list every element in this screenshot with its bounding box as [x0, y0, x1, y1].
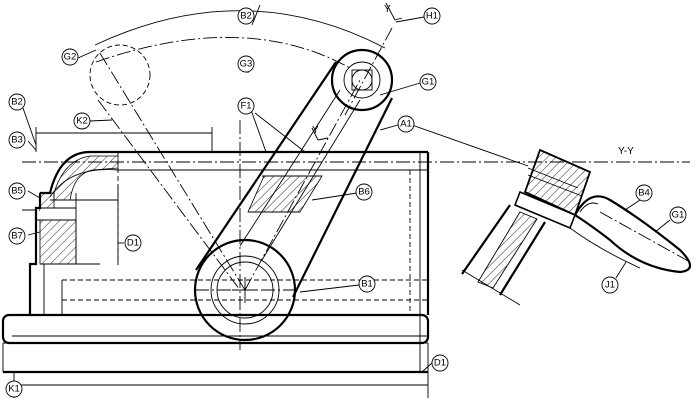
section-mark-y-top: Y — [384, 4, 391, 15]
svg-text:G2: G2 — [64, 52, 77, 63]
callout-b2-top: B2 — [237, 7, 255, 25]
callout-b7: B7 — [8, 227, 26, 245]
centre-lines — [22, 27, 690, 350]
svg-text:D1: D1 — [127, 238, 139, 249]
svg-text:H1: H1 — [426, 11, 438, 22]
callout-g1-top: G1 — [419, 73, 437, 91]
svg-text:B2: B2 — [240, 11, 252, 22]
top-boss — [330, 48, 394, 112]
callout-d1-mid: D1 — [124, 234, 142, 252]
section-title: Y-Y — [618, 146, 634, 157]
callout-h1: H1 — [423, 7, 441, 25]
callout-g2: G2 — [61, 48, 79, 66]
svg-text:B5: B5 — [11, 186, 23, 197]
callout-k1: K1 — [5, 380, 23, 398]
section-y-y — [461, 148, 692, 306]
callout-f1: F1 — [237, 97, 255, 115]
svg-text:K1: K1 — [8, 384, 20, 395]
callout-g1-right: G1 — [669, 206, 687, 224]
section-mark-y-mid: Y — [312, 125, 319, 136]
callout-g3: G3 — [237, 55, 255, 73]
svg-text:D1: D1 — [434, 358, 446, 369]
svg-text:G1: G1 — [422, 77, 435, 88]
callout-a1: A1 — [397, 115, 415, 133]
callout-b1: B1 — [358, 275, 376, 293]
svg-text:G3: G3 — [240, 59, 253, 70]
leader-lines — [22, 4, 529, 373]
svg-text:G1: G1 — [672, 210, 685, 221]
lever-arm — [195, 61, 393, 298]
hatched-section-left — [39, 155, 119, 265]
pivot-boss — [193, 238, 297, 342]
svg-text:F1: F1 — [240, 101, 251, 112]
callout-b5: B5 — [8, 182, 26, 200]
callout-k2: K2 — [73, 112, 91, 130]
base-plate — [1, 313, 430, 374]
svg-text:B4: B4 — [638, 188, 650, 199]
svg-text:B2: B2 — [11, 97, 23, 108]
svg-text:B1: B1 — [361, 279, 373, 290]
callout-b6: B6 — [355, 183, 373, 201]
svg-text:K2: K2 — [76, 116, 88, 127]
svg-text:J1: J1 — [605, 280, 615, 291]
callout-d1-bottom: D1 — [431, 354, 449, 372]
svg-text:B3: B3 — [11, 135, 23, 146]
callout-b2-left: B2 — [8, 93, 26, 111]
callout-b3: B3 — [8, 131, 26, 149]
svg-text:B7: B7 — [11, 231, 23, 242]
svg-text:A1: A1 — [400, 119, 412, 130]
alternate-position-circle — [89, 44, 151, 106]
callout-b4: B4 — [635, 184, 653, 202]
callout-j1: J1 — [601, 276, 619, 294]
svg-text:B6: B6 — [358, 187, 370, 198]
